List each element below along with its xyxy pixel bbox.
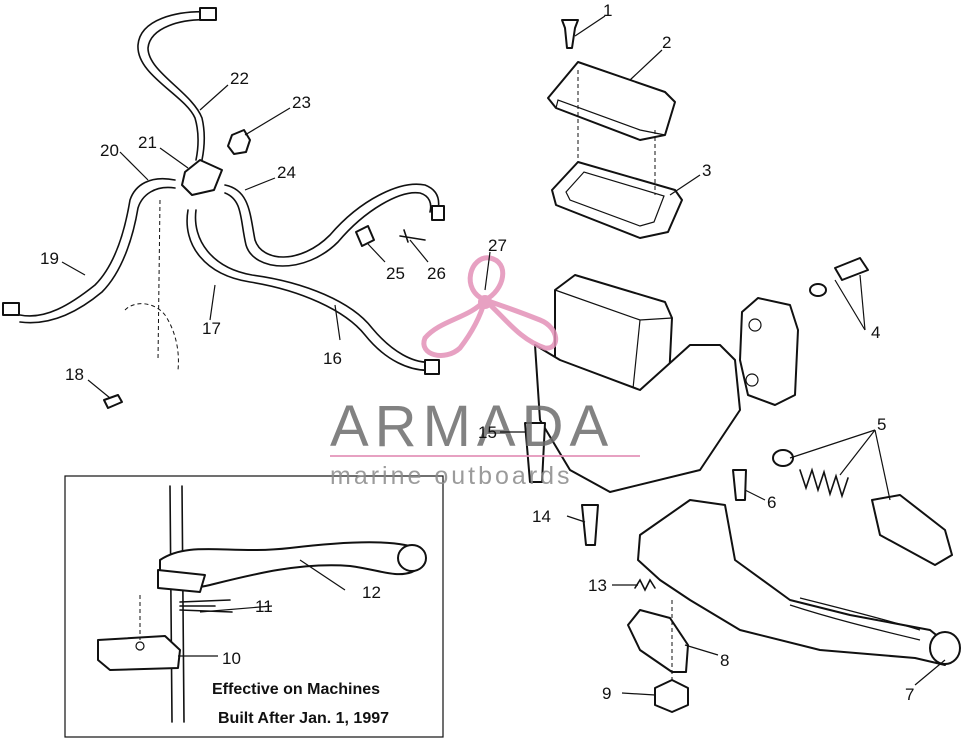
- inset-handlebar-edge: [181, 485, 185, 723]
- hose-17-16-outer: [194, 209, 433, 363]
- callout-1: 1: [603, 1, 612, 20]
- callout-14: 14: [532, 507, 551, 526]
- clamp-hole-2: [745, 373, 759, 387]
- callout-25: 25: [386, 264, 405, 283]
- callout-9: 9: [602, 684, 611, 703]
- callout-16: 16: [323, 349, 342, 368]
- callout-3: 3: [702, 161, 711, 180]
- hose-20-19-outer: [19, 186, 176, 324]
- callout-18: 18: [65, 365, 84, 384]
- callout-26: 26: [427, 264, 446, 283]
- callout-27: 27: [488, 236, 507, 255]
- bolt-15: [524, 422, 546, 483]
- callout-8: 8: [720, 651, 729, 670]
- propeller-icon: [421, 255, 559, 358]
- inset-lever-knob: [397, 544, 427, 572]
- inset-block-10: [97, 635, 181, 671]
- brand-tagline: marine outboards: [330, 462, 573, 490]
- callout-21: 21: [138, 133, 157, 152]
- lever-7-slot: [789, 597, 921, 641]
- inset-note-line1: Effective on Machines: [212, 681, 380, 698]
- hose-20-19: [19, 178, 176, 317]
- bolt-18: [103, 394, 123, 409]
- bleeder-26: [399, 229, 426, 243]
- callout-10: 10: [222, 649, 241, 668]
- clip-25: [355, 225, 375, 247]
- hose-22-outer: [147, 18, 213, 161]
- hose-24-outer: [224, 191, 432, 267]
- callout-7: 7: [905, 685, 914, 704]
- gasket-3-inner: [565, 171, 665, 227]
- callout-labels: 1 2 3 4 5 6 7 8 9 10 11 12 13 14 15 16 1…: [40, 1, 914, 704]
- callout-5: 5: [877, 415, 886, 434]
- hose-24: [224, 183, 440, 258]
- callout-13: 13: [588, 576, 607, 595]
- clamp-4: [739, 297, 799, 406]
- piston-washer: [772, 449, 794, 467]
- brand-name: ARMADA: [330, 394, 614, 459]
- inset-handlebar: [169, 485, 173, 723]
- nut-9: [654, 679, 689, 713]
- callout-19: 19: [40, 249, 59, 268]
- bolt-14: [581, 504, 599, 546]
- leader-lines: [61, 15, 946, 696]
- junction-block-21: [181, 159, 223, 196]
- hose-17-16: [186, 209, 433, 371]
- callout-12: 12: [362, 583, 381, 602]
- piston-spring: [799, 467, 849, 499]
- screw-1: [561, 19, 579, 49]
- lever-knob: [929, 631, 961, 665]
- inset-frame: [64, 475, 444, 738]
- callout-4: 4: [871, 323, 880, 342]
- callout-11: 11: [255, 597, 273, 616]
- callout-2: 2: [662, 33, 671, 52]
- hose-group: [2, 7, 445, 409]
- inset-box: Effective on Machines Built After Jan. 1…: [64, 475, 444, 738]
- callout-6: 6: [767, 493, 776, 512]
- inset-note-line2: Built After Jan. 1, 1997: [218, 710, 389, 727]
- hose-22-fitting: [199, 7, 217, 21]
- bolt-6: [732, 469, 747, 501]
- callout-22: 22: [230, 69, 249, 88]
- clamp-hole-1: [748, 318, 762, 332]
- inset-hole: [135, 641, 145, 651]
- clamp-washer: [809, 283, 827, 297]
- clamp-bolt: [834, 257, 869, 281]
- inset-pivot: [157, 569, 206, 593]
- callout-23: 23: [292, 93, 311, 112]
- hose-24-fitting: [431, 205, 445, 221]
- hose-16-fitting: [424, 359, 440, 375]
- callout-17: 17: [202, 319, 221, 338]
- gasket-3: [551, 161, 683, 239]
- hose-22: [137, 10, 213, 161]
- spring-13: [634, 578, 656, 592]
- callout-20: 20: [100, 141, 119, 160]
- callout-24: 24: [277, 163, 296, 182]
- hose-19-fitting: [2, 302, 20, 316]
- piston-5: [871, 494, 953, 566]
- block-8: [627, 609, 689, 673]
- armada-logo: ARMADA marine outboards: [330, 255, 640, 490]
- cover-2: [547, 61, 676, 141]
- master-cylinder-group: [524, 19, 961, 713]
- frame-outline: [124, 199, 179, 371]
- brake-switch-23: [227, 129, 251, 155]
- callout-15: 15: [478, 423, 497, 442]
- cover-2-edge: [555, 99, 666, 136]
